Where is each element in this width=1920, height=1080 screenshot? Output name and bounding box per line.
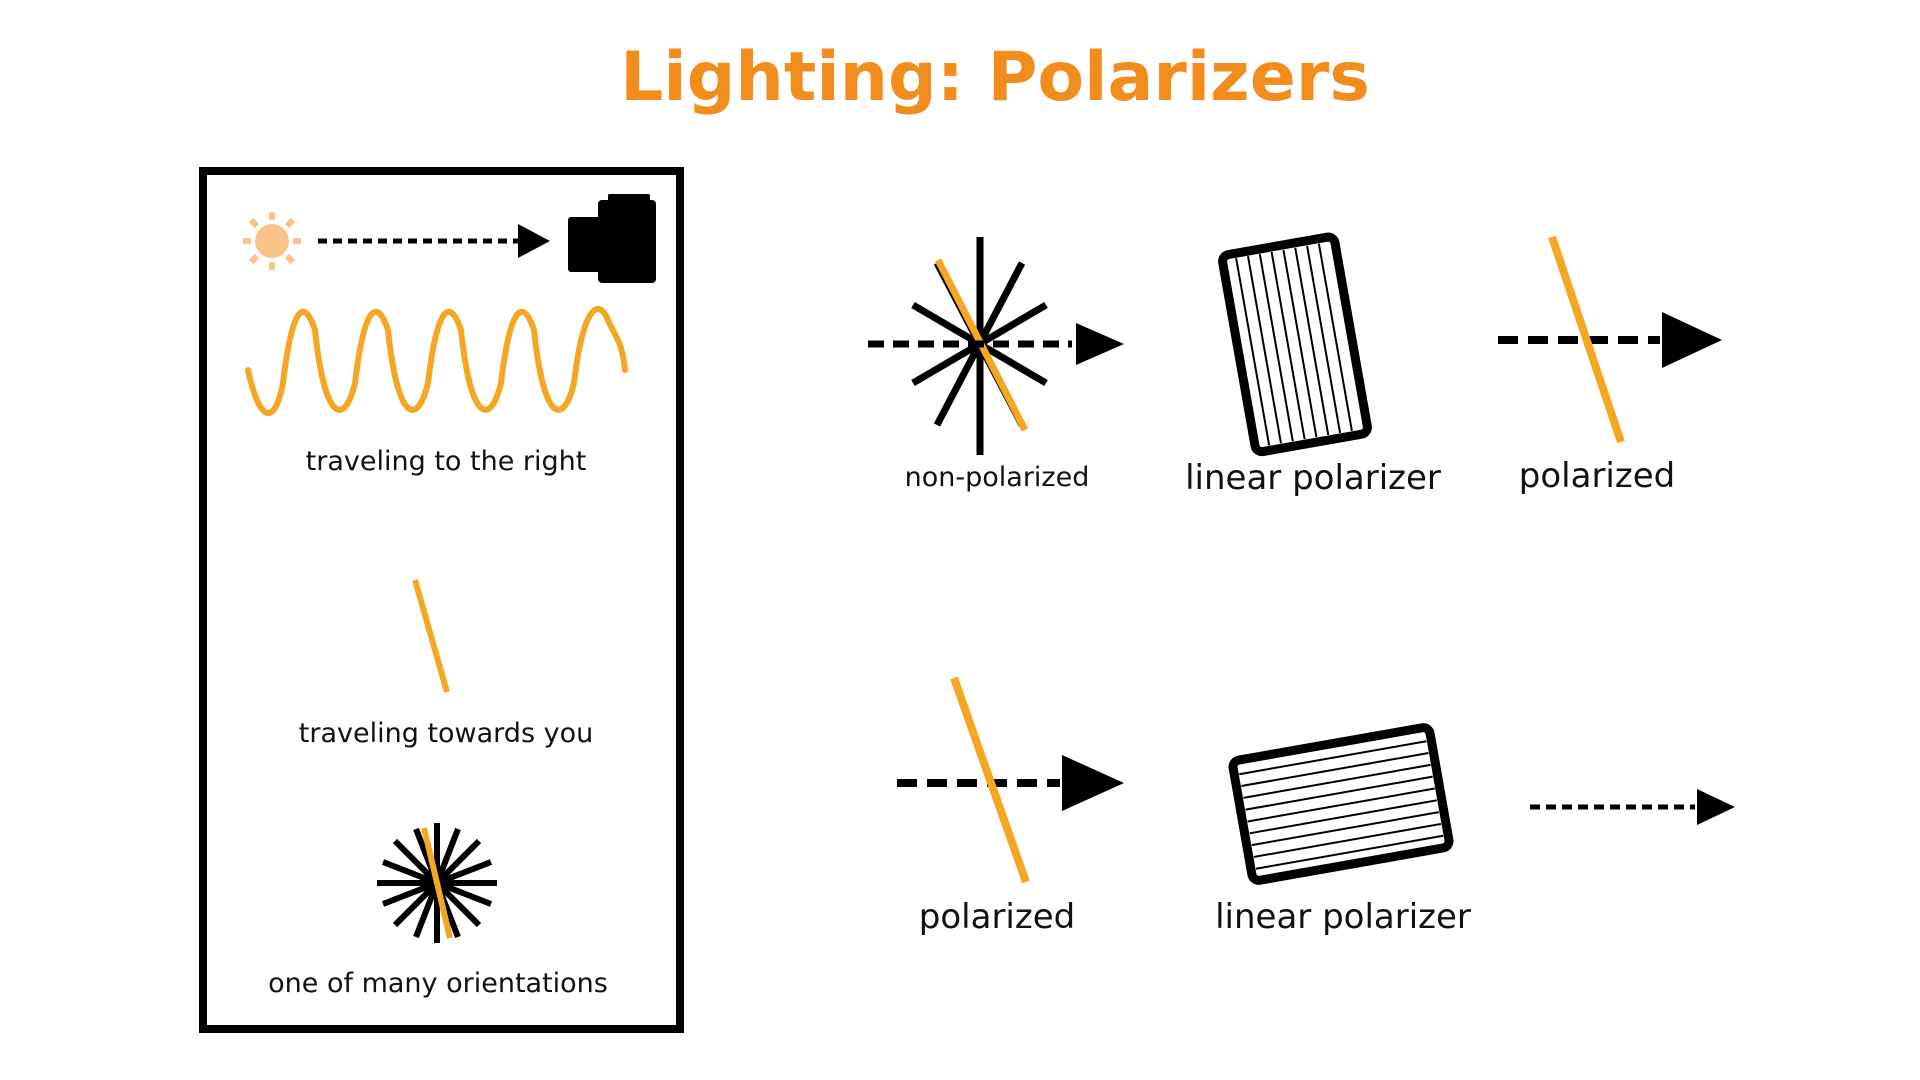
linear-polarizer-vertical: [1218, 232, 1372, 457]
top-polarizer-label: linear polarizer: [1185, 458, 1441, 498]
bottom-polarizer-label: linear polarizer: [1215, 897, 1471, 937]
nonpolarized-label: non-polarized: [904, 462, 1090, 493]
page-title: Lighting: Polarizers: [620, 38, 1370, 117]
polarized-line-legend: [412, 579, 450, 693]
orientation-burst: [377, 823, 497, 943]
towards-label: traveling towards you: [298, 718, 594, 749]
linear-polarizer-horizontal: [1228, 723, 1454, 885]
orientation-label: one of many orientations: [268, 968, 608, 999]
light-wave: [245, 306, 628, 417]
bottom-input-arrow: [897, 755, 1124, 811]
light-path-arrow: [318, 224, 550, 258]
wave-label: traveling to the right: [305, 446, 587, 477]
top-polarized-label: polarized: [1518, 456, 1676, 496]
camera-icon: [568, 194, 656, 283]
polarized-line-bottom: [950, 676, 1030, 884]
legend-panel: [199, 167, 684, 1033]
sun-icon: [243, 212, 301, 270]
bottom-polarized-label: polarized: [918, 897, 1076, 937]
polarized-line-top: [1548, 235, 1625, 444]
bottom-output-arrow: [1530, 789, 1735, 825]
top-input-arrow: [868, 323, 1124, 365]
top-output-arrow: [1498, 312, 1722, 368]
